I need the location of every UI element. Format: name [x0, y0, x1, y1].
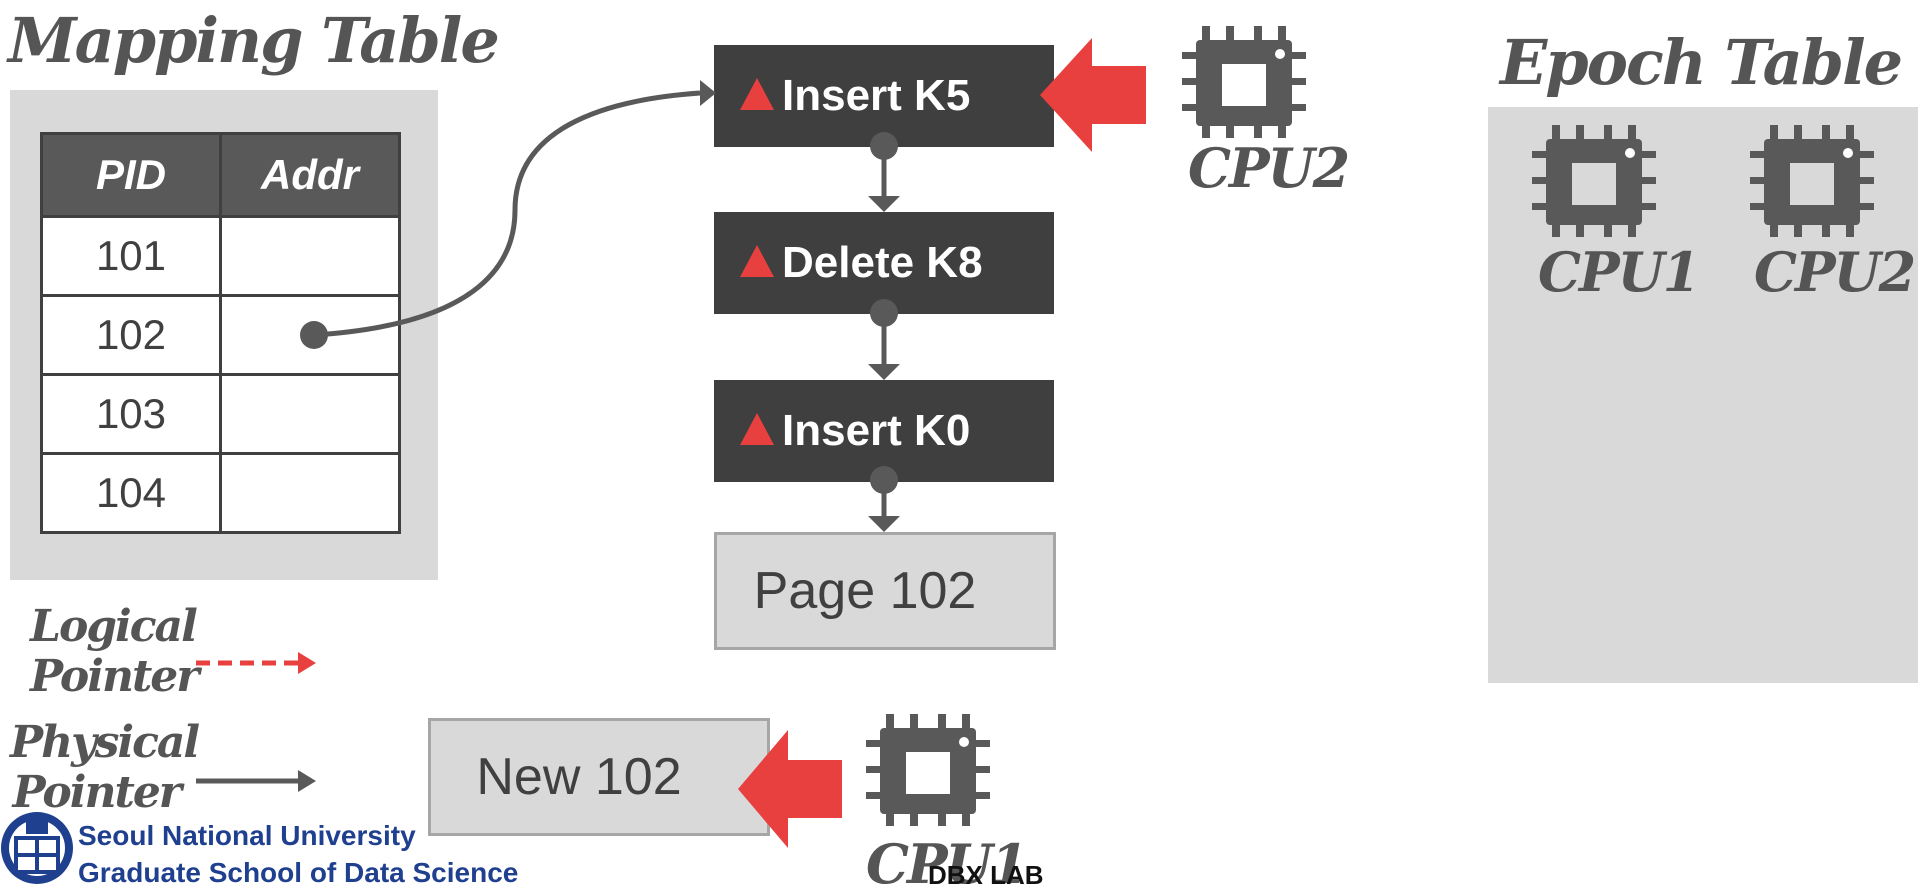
table-row: 104: [40, 452, 401, 534]
logical-legend-line2: Pointer: [30, 651, 199, 702]
delta-triangle-icon: [740, 413, 774, 445]
logical-pointer-legend-line: [196, 652, 316, 674]
cpu-chip-icon: [1750, 125, 1874, 237]
table-row: 101: [40, 215, 401, 297]
table-row: 102: [40, 294, 401, 376]
cpu-chip-icon: [866, 714, 990, 826]
cpu-chip-icon: [1532, 125, 1656, 237]
new-page-box: New 102: [428, 718, 770, 836]
university-logo: [1, 812, 73, 884]
delta-label: Insert K5: [782, 71, 971, 120]
school-name: Graduate School of Data Science: [78, 857, 519, 888]
addr-cell: [219, 215, 401, 297]
pid-cell: 102: [40, 294, 222, 376]
base-page-box: Page 102: [714, 532, 1056, 650]
epoch-cpu2-label: CPU2: [1754, 240, 1916, 304]
column-header-pid: PID: [40, 132, 222, 218]
delta-record-1: Insert K5: [714, 45, 1054, 147]
cpu1-red-arrow: [738, 730, 842, 848]
physical-legend-line1: Physical: [10, 717, 200, 768]
cpu1-label: CPU1: [866, 832, 1028, 896]
cpu-chip-icon: [1182, 26, 1306, 138]
epoch-cpu1-label: CPU1: [1538, 240, 1700, 304]
delta-record-3: Insert K0: [714, 380, 1054, 482]
delta-chain-pointer-1: [868, 132, 900, 212]
column-header-addr: Addr: [219, 132, 401, 218]
table-row: 103: [40, 373, 401, 455]
physical-legend-line2: Pointer: [12, 767, 182, 818]
delta-chain-pointer-2: [868, 299, 900, 380]
physical-pointer-legend-label: Physical Pointer: [10, 717, 200, 818]
delta-triangle-icon: [740, 78, 774, 110]
physical-pointer-curve: [300, 80, 716, 349]
physical-pointer-legend-line: [196, 770, 316, 792]
mapping-table-header-row: PID Addr: [40, 132, 401, 218]
addr-cell: [219, 452, 401, 534]
pid-cell: 101: [40, 215, 222, 297]
logical-pointer-legend-label: Logical Pointer: [30, 601, 199, 702]
cpu2-label: CPU2: [1188, 136, 1350, 200]
lab-name: DBX LAB: [928, 860, 1044, 890]
university-name: Seoul National University: [78, 820, 416, 851]
delta-chain-pointer-3: [868, 466, 900, 532]
epoch-table-title: Epoch Table: [1500, 26, 1903, 99]
pid-cell: 104: [40, 452, 222, 534]
delta-record-2: Delete K8: [714, 212, 1054, 314]
addr-cell: [219, 373, 401, 455]
logical-legend-line1: Logical: [30, 601, 198, 652]
delta-triangle-icon: [740, 245, 774, 277]
delta-label: Delete K8: [782, 238, 983, 287]
delta-label: Insert K0: [782, 406, 971, 455]
mapping-table-title: Mapping Table: [8, 4, 500, 77]
pid-cell: 103: [40, 373, 222, 455]
cpu2-red-arrow: [1040, 38, 1146, 152]
